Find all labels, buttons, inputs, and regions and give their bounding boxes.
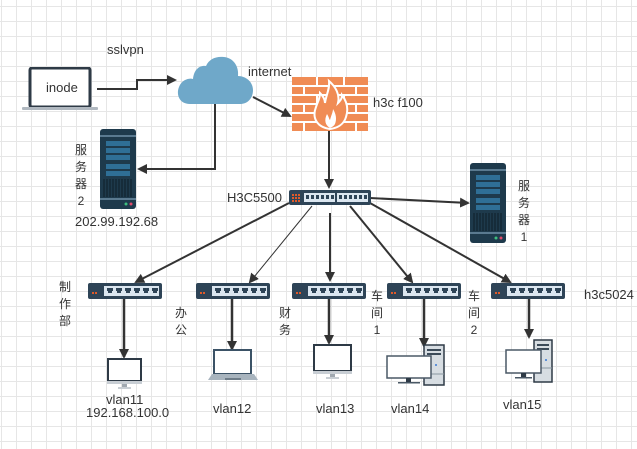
port-icon bbox=[143, 288, 149, 293]
port-icon bbox=[555, 288, 561, 293]
port-icon bbox=[344, 195, 347, 199]
port-icon bbox=[338, 288, 344, 293]
port-icon bbox=[306, 195, 309, 199]
laptop-inode-icon[interactable] bbox=[20, 67, 100, 111]
vlan11-subnet: 192.168.100.0 bbox=[86, 405, 170, 420]
port-icon bbox=[326, 195, 329, 199]
core-switch-icon[interactable] bbox=[289, 190, 371, 206]
port-icon bbox=[251, 288, 257, 293]
link-cloud-firewall bbox=[252, 96, 292, 117]
port-icon bbox=[311, 288, 317, 293]
link-coreswitch-server1 bbox=[369, 197, 470, 208]
port-icon bbox=[260, 288, 266, 293]
vlan12-label: vlan12 bbox=[213, 401, 252, 416]
dept-label-1: 制 作 部 bbox=[58, 280, 71, 328]
server2-ip: 202.99.192.68 bbox=[75, 214, 159, 229]
monitor-vlan13-icon[interactable] bbox=[313, 344, 353, 380]
port-icon bbox=[107, 288, 113, 293]
laptop-vlan12-icon[interactable] bbox=[208, 349, 258, 381]
port-icon bbox=[354, 195, 357, 199]
port-icon bbox=[311, 195, 314, 199]
dept-label-3: 财 务 bbox=[278, 306, 291, 337]
port-icon bbox=[242, 288, 248, 293]
port-icon bbox=[134, 288, 140, 293]
dept-label-4: 车 间 1 bbox=[370, 289, 383, 337]
link-cloud-server2 bbox=[137, 103, 216, 174]
link-inode-cloud bbox=[97, 75, 177, 90]
port-icon bbox=[546, 288, 552, 293]
dept-label-5: 车 间 2 bbox=[467, 289, 480, 337]
port-icon bbox=[349, 195, 352, 199]
desktop-vlan15-icon[interactable] bbox=[505, 338, 555, 386]
port-icon bbox=[364, 195, 367, 199]
port-icon bbox=[442, 288, 448, 293]
port-icon bbox=[347, 288, 353, 293]
port-icon bbox=[451, 288, 457, 293]
access-switch-1-icon[interactable] bbox=[88, 283, 162, 299]
vlan11-label: vlan11 bbox=[106, 392, 144, 407]
access-model-label: h3c5024 bbox=[584, 287, 634, 302]
access-switch-5-icon[interactable] bbox=[491, 283, 565, 299]
core-switch-label: H3C5500 bbox=[227, 190, 282, 205]
port-icon bbox=[528, 288, 534, 293]
port-icon bbox=[537, 288, 543, 293]
port-icon bbox=[215, 288, 221, 293]
port-icon bbox=[125, 288, 131, 293]
access-switch-2-icon[interactable] bbox=[196, 283, 270, 299]
desktop-vlan14-icon[interactable] bbox=[386, 344, 446, 386]
server2-icon[interactable] bbox=[100, 129, 138, 210]
port-icon bbox=[356, 288, 362, 293]
port-icon bbox=[415, 288, 421, 293]
server2-label: 服 务 器 2 bbox=[74, 143, 87, 208]
monitor-vlan11-icon[interactable] bbox=[107, 358, 143, 390]
link-coreswitch-sw1 bbox=[134, 202, 290, 283]
firewall-icon[interactable] bbox=[292, 77, 368, 131]
internet-label: internet bbox=[248, 64, 292, 79]
link-coreswitch-sw4 bbox=[349, 205, 414, 284]
cloud-icon bbox=[177, 56, 253, 104]
port-icon bbox=[339, 195, 342, 199]
port-icon bbox=[519, 288, 525, 293]
port-icon bbox=[320, 288, 326, 293]
port-icon bbox=[152, 288, 158, 293]
vlan15-label: vlan15 bbox=[503, 397, 542, 412]
link-coreswitch-sw5 bbox=[369, 202, 512, 283]
port-icon bbox=[316, 195, 319, 199]
port-icon bbox=[424, 288, 430, 293]
access-switch-4-icon[interactable] bbox=[387, 283, 461, 299]
port-icon bbox=[331, 195, 334, 199]
port-icon bbox=[329, 288, 335, 293]
port-icon bbox=[321, 195, 324, 199]
port-icon bbox=[233, 288, 239, 293]
inode-label: inode bbox=[46, 80, 78, 95]
port-icon bbox=[359, 195, 362, 199]
port-icon bbox=[224, 288, 230, 293]
link-coreswitch-sw2 bbox=[248, 205, 313, 284]
firewall-label: h3c f100 bbox=[373, 95, 423, 110]
port-icon bbox=[116, 288, 122, 293]
server1-label: 服 务 器 1 bbox=[517, 179, 530, 244]
server1-icon[interactable] bbox=[470, 163, 508, 244]
vlan13-label: vlan13 bbox=[316, 401, 355, 416]
port-icon bbox=[433, 288, 439, 293]
vlan14-label: vlan14 bbox=[391, 401, 430, 416]
access-switch-3-icon[interactable] bbox=[292, 283, 366, 299]
port-icon bbox=[510, 288, 516, 293]
sslvpn-label: sslvpn bbox=[107, 42, 144, 57]
dept-label-2: 办 公 bbox=[174, 306, 187, 337]
port-icon bbox=[406, 288, 412, 293]
